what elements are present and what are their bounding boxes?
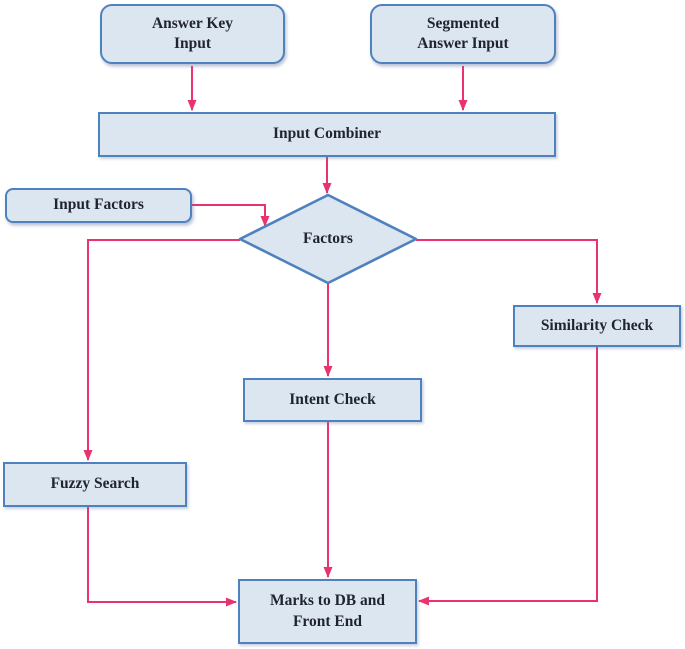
node-segmented-answer-input: Segmented Answer Input xyxy=(370,4,556,64)
node-factors-label: Factors xyxy=(303,230,353,247)
edge-factors-to-similarity-check xyxy=(416,239,602,304)
node-input-combiner: Input Combiner xyxy=(98,112,556,157)
node-fuzzy-search-label: Fuzzy Search xyxy=(50,475,140,493)
edge-fuzzy-search-to-marks xyxy=(87,507,237,607)
node-marks-to-db-front-end: Marks to DB and Front End xyxy=(238,579,417,644)
node-intent-check-label: Intent Check xyxy=(289,390,376,408)
edge-input-factors-to-factors xyxy=(192,204,270,227)
node-similarity-check: Similarity Check xyxy=(513,305,681,347)
node-answer-key-input-label: Answer Key Input xyxy=(151,14,234,52)
node-input-factors-label: Input Factors xyxy=(53,196,144,214)
node-similarity-check-label: Similarity Check xyxy=(540,316,654,334)
node-fuzzy-search: Fuzzy Search xyxy=(3,462,187,507)
decision-diamond-factors xyxy=(238,193,418,285)
node-input-factors: Input Factors xyxy=(5,188,192,223)
node-intent-check: Intent Check xyxy=(243,378,422,422)
edges-group xyxy=(83,66,602,607)
node-input-combiner-label: Input Combiner xyxy=(272,125,382,143)
edge-similarity-check-to-marks xyxy=(418,347,598,606)
node-marks-to-db-front-end-label: Marks to DB and Front End xyxy=(270,592,385,630)
node-answer-key-input: Answer Key Input xyxy=(100,4,285,64)
node-segmented-answer-input-label: Segmented Answer Input xyxy=(417,14,509,52)
edge-factors-to-fuzzy-search xyxy=(83,239,240,461)
